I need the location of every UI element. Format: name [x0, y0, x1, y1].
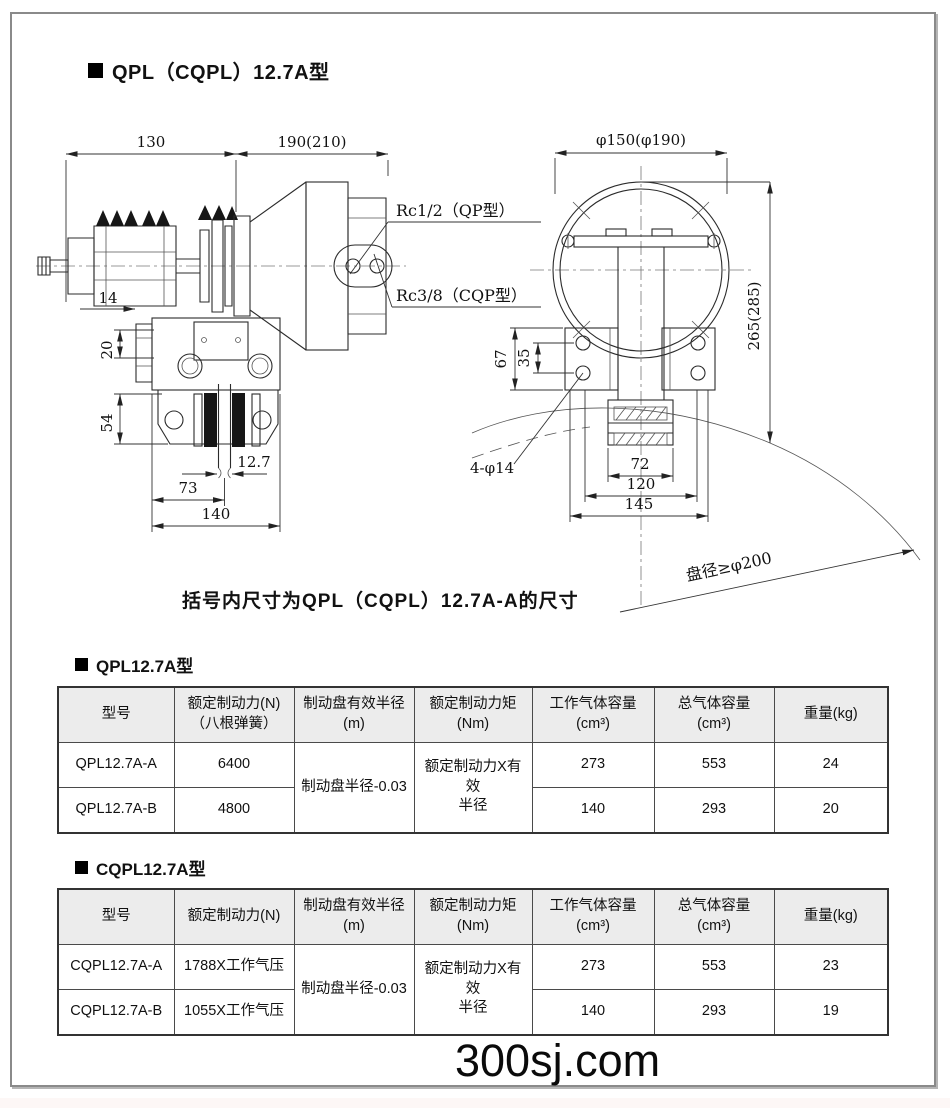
qpl-spec-table: 型号 额定制动力(N) （八根弹簧） 制动盘有效半径 (m) 额定制动力矩 (N… [57, 686, 889, 834]
col-force: 额定制动力(N) （八根弹簧） [173, 686, 295, 743]
svg-text:145: 145 [625, 495, 654, 513]
cell-model: QPL12.7A-B [57, 787, 175, 834]
svg-text:54: 54 [98, 413, 116, 432]
cell-weight: 24 [773, 742, 889, 788]
col-total-volume: 总气体容量 (cm³) [653, 888, 775, 945]
page-title-text: QPL（CQPL）12.7A型 [112, 62, 330, 84]
table-row: CQPL12.7A-A 1788X工作气压 制动盘半径-0.03 额定制动力X有… [57, 944, 889, 1036]
header-row: 型号 额定制动力(N) 制动盘有效半径 (m) 额定制动力矩 (Nm) 工作气体… [57, 888, 889, 945]
cell-model: CQPL12.7A-A [57, 944, 175, 990]
side-view-dimensions: 130 190(210) 14 20 54 12.7 73 140 [65, 133, 389, 532]
svg-text:140: 140 [202, 505, 231, 523]
table-row: CQPL12.7A-B 1055X工作气压 140 293 19 [57, 989, 889, 1036]
port-label-qp: Rc1/2（QP型） [396, 201, 515, 220]
caliper-body [37, 205, 238, 313]
port-leader-lines [349, 221, 393, 308]
cell-force: 4800 [173, 787, 295, 834]
svg-text:73: 73 [178, 479, 197, 497]
disc-diameter-label: 盘径≥φ200 [684, 548, 773, 585]
svg-text:20: 20 [98, 340, 116, 359]
svg-text:130: 130 [137, 133, 166, 151]
cell-force: 1788X工作气压 [173, 944, 295, 990]
front-view-drawing: φ150(φ190) 265(285) 67 35 4-φ14 72 120 1… [470, 131, 921, 613]
col-total-volume: 总气体容量 (cm³) [653, 686, 775, 743]
table-row: QPL12.7A-A 6400 制动盘半径-0.03 额定制动力X有效 半径 2… [57, 742, 889, 834]
cell-force: 1055X工作气压 [173, 989, 295, 1036]
header-row: 型号 额定制动力(N) （八根弹簧） 制动盘有效半径 (m) 额定制动力矩 (N… [57, 686, 889, 743]
bracket-note: 括号内尺寸为QPL（CQPL）12.7A-A的尺寸 [182, 591, 579, 612]
front-view-dimensions: φ150(φ190) 265(285) 67 35 4-φ14 72 120 1… [470, 131, 915, 613]
section-marker-icon [75, 861, 88, 874]
cell-weight: 23 [773, 944, 889, 990]
cell-model: QPL12.7A-A [57, 742, 175, 788]
col-model: 型号 [57, 888, 175, 945]
cqpl-spec-table: 型号 额定制动力(N) 制动盘有效半径 (m) 额定制动力矩 (Nm) 工作气体… [57, 888, 889, 1036]
cell-total-volume: 553 [653, 742, 775, 788]
cell-weight: 20 [773, 787, 889, 834]
center-lines [530, 166, 752, 606]
hub-block [607, 399, 674, 446]
col-work-volume: 工作气体容量 (cm³) [531, 686, 655, 743]
svg-text:12.7: 12.7 [237, 453, 270, 471]
col-radius: 制动盘有效半径 (m) [293, 686, 415, 743]
cell-torque-merged: 额定制动力X有效 半径 [413, 944, 533, 1036]
col-weight: 重量(kg) [773, 888, 889, 945]
svg-text:35: 35 [515, 348, 533, 367]
svg-text:265(285): 265(285) [745, 282, 763, 351]
col-weight: 重量(kg) [773, 686, 889, 743]
svg-text:67: 67 [492, 349, 510, 368]
col-model: 型号 [57, 686, 175, 743]
brake-pad-left [204, 393, 217, 447]
port-label-underlines [388, 221, 541, 308]
disc-section-lines [217, 384, 232, 468]
cell-weight: 19 [773, 989, 889, 1036]
svg-text:φ150(φ190): φ150(φ190) [596, 131, 686, 149]
page-title: QPL（CQPL）12.7A型 [88, 56, 330, 85]
section-title-qpl: QPL12.7A型 [75, 652, 193, 677]
side-view-drawing: Rc1/2（QP型） Rc3/8（CQP型） [36, 133, 541, 532]
svg-text:14: 14 [98, 289, 117, 307]
cell-model: CQPL12.7A-B [57, 989, 175, 1036]
cell-work-volume: 273 [531, 742, 655, 788]
col-torque: 额定制动力矩 (Nm) [413, 888, 533, 945]
cylinder-housing [233, 181, 393, 351]
cell-torque-merged: 额定制动力X有效 半径 [413, 742, 533, 834]
cell-total-volume: 293 [653, 787, 775, 834]
col-torque: 额定制动力矩 (Nm) [413, 686, 533, 743]
svg-text:72: 72 [630, 455, 649, 473]
cell-work-volume: 140 [531, 787, 655, 834]
col-force: 额定制动力(N) [173, 888, 295, 945]
port-label-cqp: Rc3/8（CQP型） [396, 286, 527, 305]
section-title-cqpl: CQPL12.7A型 [75, 855, 206, 880]
cell-force: 6400 [173, 742, 295, 788]
col-work-volume: 工作气体容量 (cm³) [531, 888, 655, 945]
mounting-bracket [135, 317, 281, 479]
col-radius: 制动盘有效半径 (m) [293, 888, 415, 945]
cell-total-volume: 293 [653, 989, 775, 1036]
svg-text:120: 120 [627, 475, 656, 493]
brake-pad-right [232, 393, 245, 447]
section-marker-icon [88, 63, 103, 78]
cell-work-volume: 273 [531, 944, 655, 990]
cell-work-volume: 140 [531, 989, 655, 1036]
disc-arc [471, 407, 921, 561]
cell-total-volume: 553 [653, 944, 775, 990]
table-row: QPL12.7A-B 4800 140 293 20 [57, 787, 889, 834]
watermark: 300sj.com [455, 1035, 661, 1086]
svg-text:190(210): 190(210) [278, 133, 347, 151]
bottom-strip [0, 1098, 950, 1108]
section-marker-icon [75, 658, 88, 671]
mounting-plates [564, 327, 716, 391]
disc-arc-hidden [471, 426, 591, 459]
holes-label: 4-φ14 [470, 459, 514, 477]
cell-radius-merged: 制动盘半径-0.03 [293, 944, 415, 1036]
cell-radius-merged: 制动盘半径-0.03 [293, 742, 415, 834]
